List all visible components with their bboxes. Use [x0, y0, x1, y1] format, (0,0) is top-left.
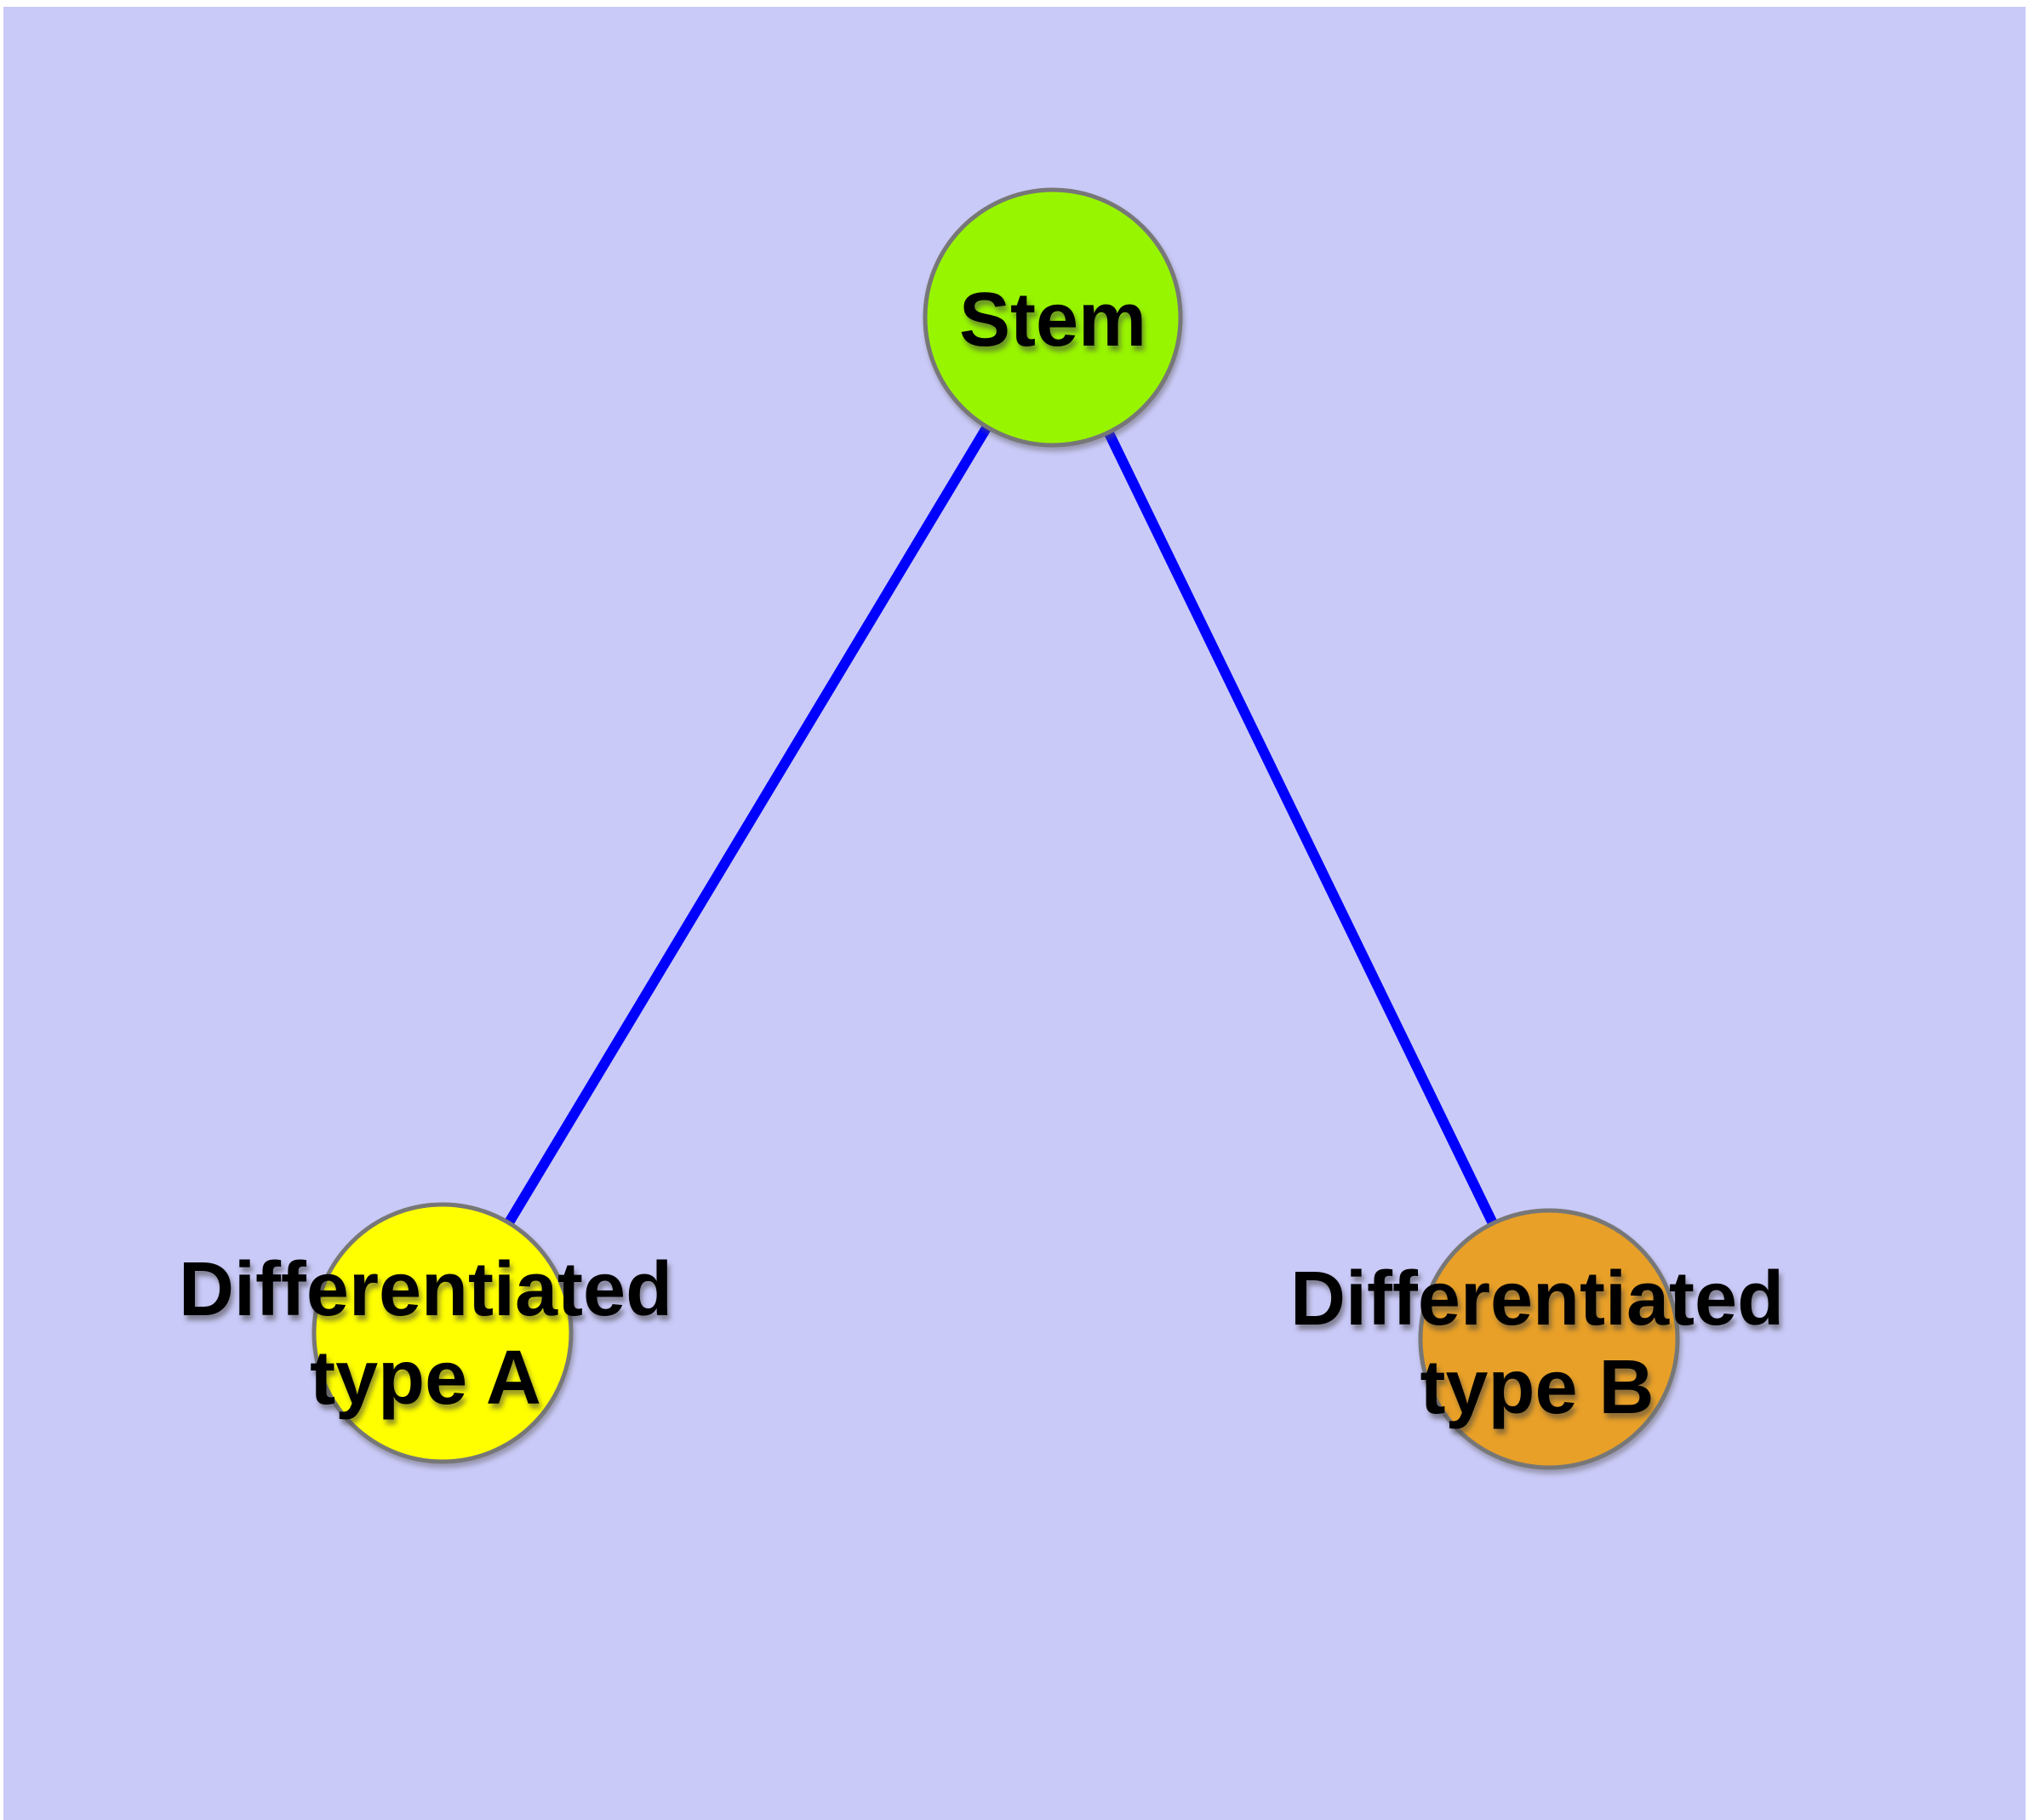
edge-stem-to-differentiated-type-a	[437, 314, 1058, 1336]
edge-stem-to-differentiated-type-b	[1048, 315, 1554, 1342]
node-differentiated-type-b	[1418, 1208, 1680, 1470]
edges-layer	[437, 314, 1554, 1342]
graph-svg	[311, 187, 1680, 1470]
diagram-canvas: Stem Differentiated type A Differentiate…	[3, 7, 2026, 1820]
node-stem	[923, 187, 1183, 448]
node-differentiated-type-a	[311, 1202, 574, 1464]
nodes-layer	[311, 187, 1680, 1470]
